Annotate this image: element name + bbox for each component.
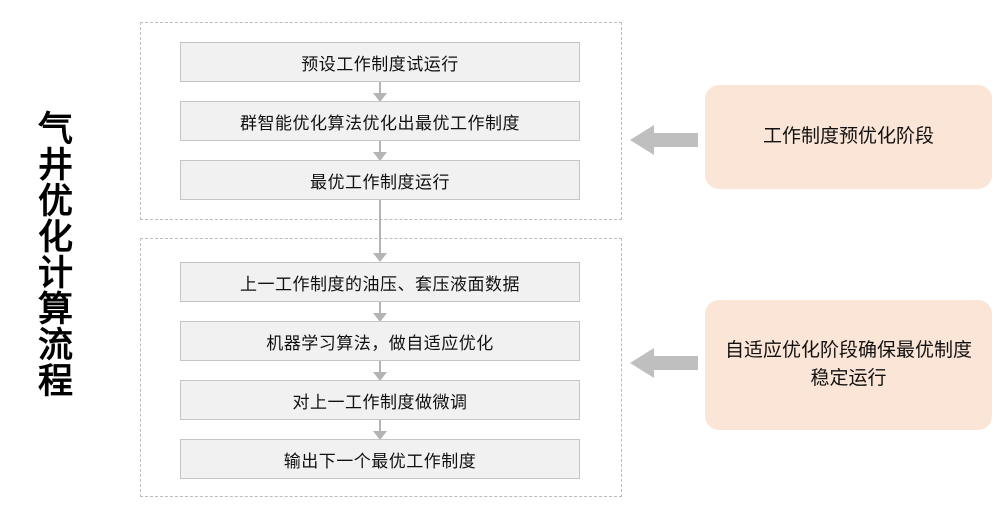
process-step-box[interactable]: 对上一工作制度做微调 [180, 380, 580, 420]
left-block-arrow-icon [630, 125, 698, 155]
arrow-shaft [652, 356, 698, 370]
diagram-title-vertical: 气井优化计算流程 [33, 110, 72, 398]
connector-arrowhead-icon [373, 152, 387, 161]
phase-callout-preoptimization[interactable]: 工作制度预优化阶段 [705, 85, 992, 189]
connector-line [379, 361, 381, 377]
process-step-box[interactable]: 最优工作制度运行 [180, 160, 580, 200]
process-step-box[interactable]: 群智能优化算法优化出最优工作制度 [180, 101, 580, 141]
arrow-shaft [652, 133, 698, 147]
process-step-box[interactable]: 输出下一个最优工作制度 [180, 439, 580, 479]
connector-arrowhead-icon [373, 431, 387, 440]
connector-arrowhead-icon [373, 372, 387, 381]
left-block-arrow-icon [630, 348, 698, 378]
phase-group-preoptimization [140, 22, 622, 220]
connector-line-between-groups [379, 200, 381, 258]
arrow-head [630, 348, 654, 378]
phase-group-adaptive-optimization [140, 238, 622, 497]
process-step-box[interactable]: 机器学习算法，做自适应优化 [180, 321, 580, 361]
phase-callout-adaptive[interactable]: 自适应优化阶段确保最优制度稳定运行 [705, 300, 992, 430]
process-step-box[interactable]: 预设工作制度试运行 [180, 42, 580, 82]
connector-arrowhead-icon [373, 313, 387, 322]
connector-arrowhead-icon [373, 93, 387, 102]
connector-line [379, 82, 381, 98]
connector-line [379, 420, 381, 436]
connector-line [379, 141, 381, 157]
connector-arrowhead-icon [373, 253, 387, 262]
process-step-box[interactable]: 上一工作制度的油压、套压液面数据 [180, 262, 580, 302]
arrow-head [630, 125, 654, 155]
connector-line [379, 302, 381, 318]
